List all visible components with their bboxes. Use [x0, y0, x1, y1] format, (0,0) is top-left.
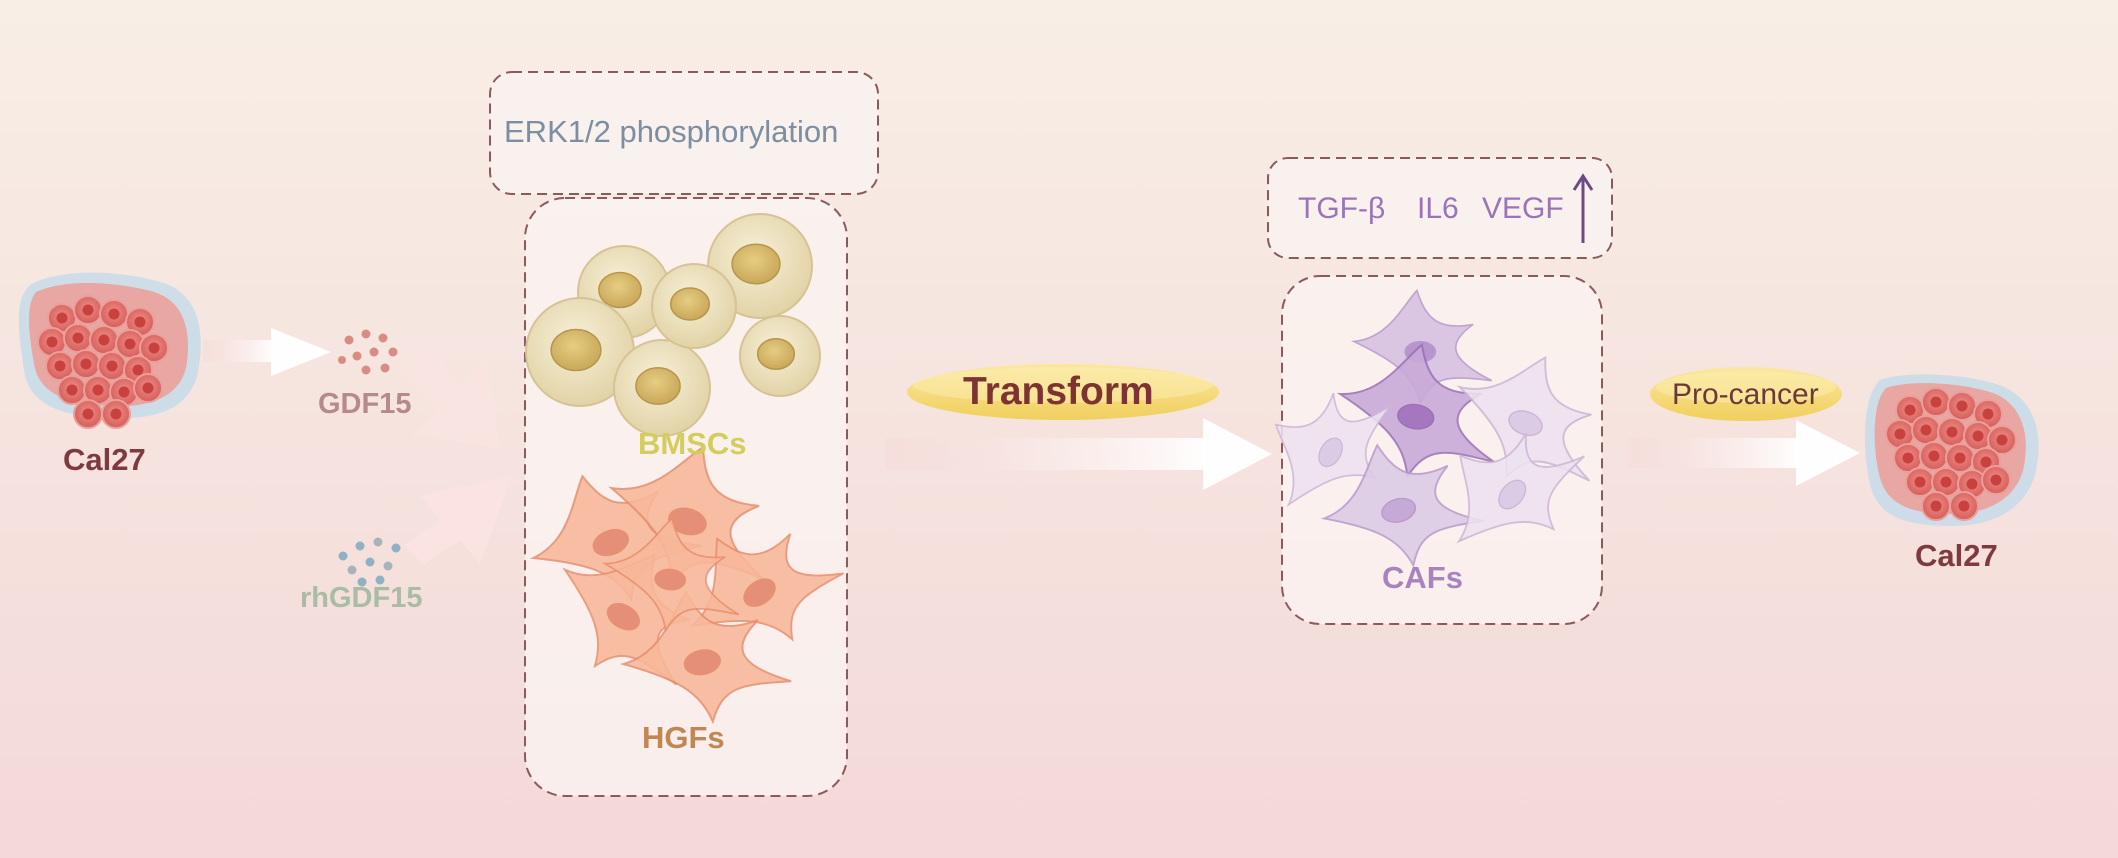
- pro-cancer-label: Pro-cancer: [1672, 378, 1819, 411]
- gdf15-label: GDF15: [318, 388, 412, 420]
- stem-cell-icon: [525, 213, 821, 437]
- marker-tgf-beta: TGF-β: [1298, 192, 1386, 225]
- cafs-label: CAFs: [1382, 560, 1463, 595]
- erk-label: ERK1/2 phosphorylation: [504, 114, 839, 149]
- pro-cancer-arrow: [1628, 420, 1860, 486]
- recombinant-particles-icon: [338, 537, 401, 587]
- markers-dashed-box: [1267, 157, 1613, 259]
- secreted-particles-icon: [338, 329, 398, 375]
- up-arrow-icon: [1572, 173, 1594, 243]
- stimulation-arrow-lower: [404, 476, 512, 565]
- rhgdf15-label: rhGDF15: [300, 582, 423, 614]
- tumor-cell-cluster-icon: [18, 272, 201, 429]
- marker-vegf: VEGF: [1482, 192, 1564, 225]
- fibroblast-icon: [529, 445, 844, 725]
- secretion-arrow: [203, 328, 331, 376]
- transform-arrow: [885, 418, 1272, 490]
- transform-pill: [907, 364, 1219, 420]
- cal27-label-left: Cal27: [63, 442, 146, 477]
- tumor-cell-cluster-icon: [1864, 374, 2039, 526]
- hgfs-label: HGFs: [642, 720, 725, 755]
- bmscs-label: BMSCs: [638, 426, 747, 461]
- cancer-associated-fibroblast-icon: [1274, 288, 1592, 569]
- cal27-label-right: Cal27: [1915, 538, 1998, 573]
- transform-label: Transform: [963, 370, 1154, 413]
- pro-cancer-pill: [1650, 367, 1842, 421]
- stimulation-arrow-upper: [400, 348, 500, 448]
- marker-il6: IL6: [1417, 192, 1459, 225]
- erk-dashed-box: [489, 71, 879, 195]
